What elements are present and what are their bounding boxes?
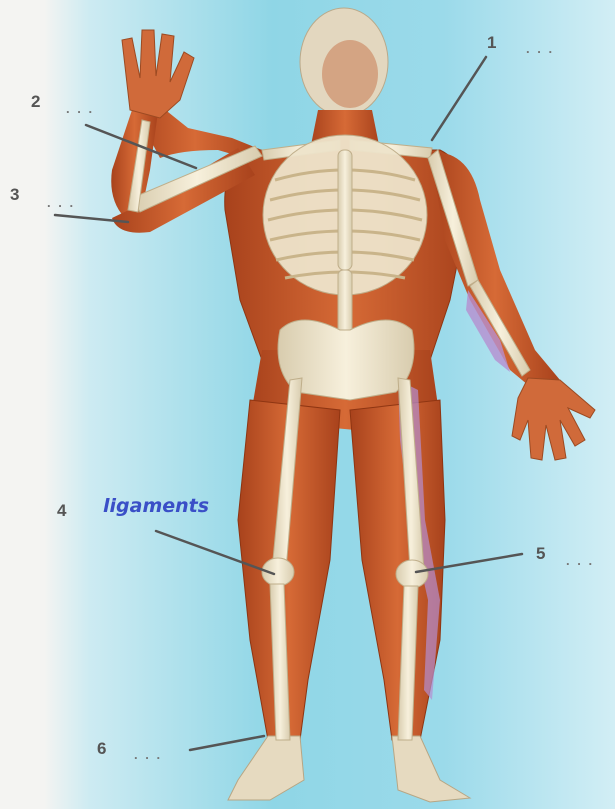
- left-foot: [392, 736, 470, 802]
- label-number-3: 3: [10, 186, 19, 203]
- label-blank-3[interactable]: . . .: [47, 196, 75, 209]
- label-number-6: 6: [97, 740, 106, 757]
- label-number-1: 1: [487, 34, 496, 51]
- leader-line-6: [190, 736, 264, 750]
- label-blank-6[interactable]: . . .: [134, 748, 162, 761]
- label-number-2: 2: [31, 93, 40, 110]
- face: [322, 40, 378, 108]
- sternum: [338, 150, 352, 270]
- muscle-body: [111, 8, 595, 802]
- label-blank-2[interactable]: . . .: [66, 102, 94, 115]
- label-blank-5[interactable]: . . .: [566, 554, 594, 567]
- label-answer-4[interactable]: ligaments: [103, 497, 209, 516]
- lowered-hand: [512, 378, 595, 460]
- label-number-5: 5: [536, 545, 545, 562]
- label-number-4: 4: [57, 502, 66, 519]
- label-blank-1[interactable]: . . .: [526, 42, 554, 55]
- raised-hand: [122, 30, 194, 118]
- right-foot: [228, 736, 304, 800]
- leader-line-1: [432, 57, 486, 140]
- knee-left: [396, 560, 428, 588]
